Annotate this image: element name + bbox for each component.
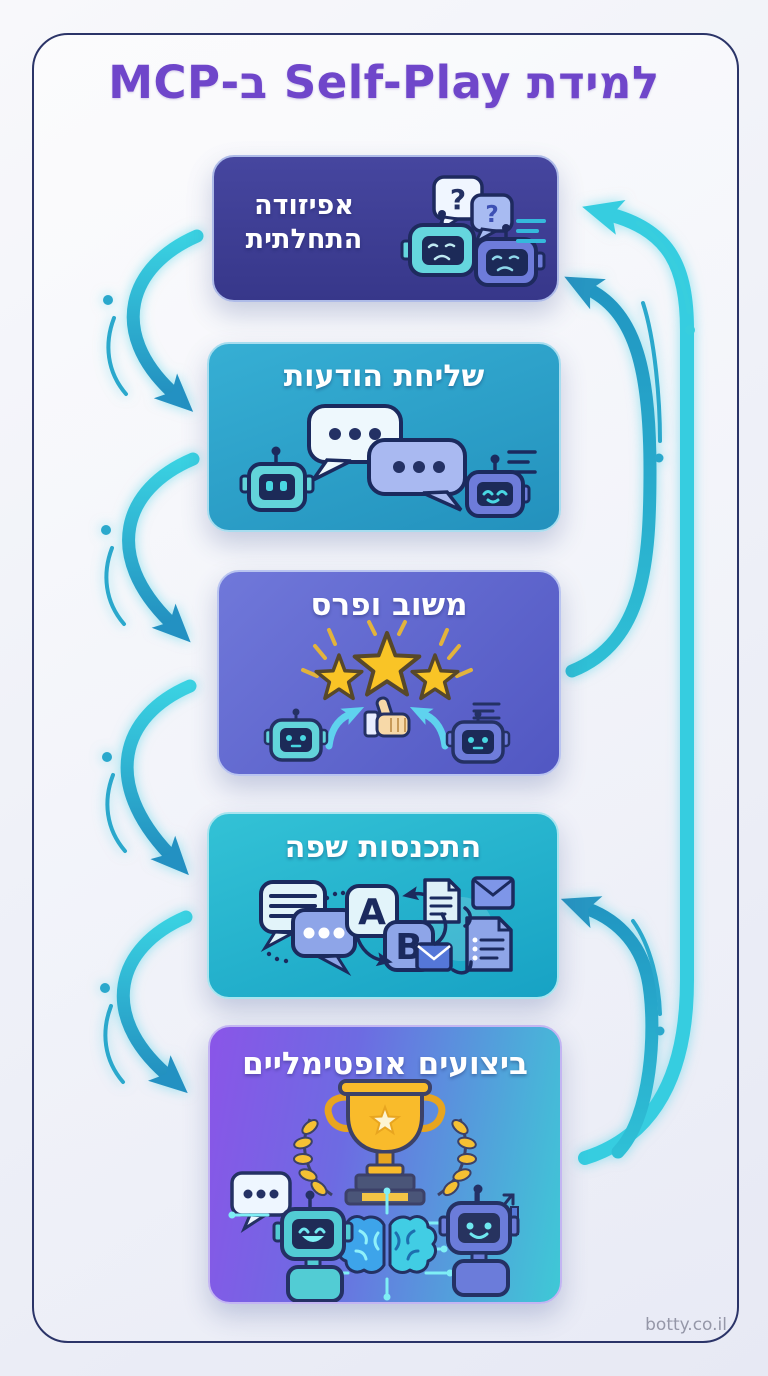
arrow-step2-to-step3 — [122, 452, 200, 643]
stars-thumbsup-illustration — [263, 620, 511, 764]
star-icon — [410, 653, 460, 701]
arrow-step4-to-step5 — [116, 910, 193, 1094]
watermark: botty.co.il — [645, 1315, 727, 1335]
robot-icon — [239, 446, 315, 512]
robot-icon — [263, 708, 329, 762]
thumbs-up-icon — [363, 696, 411, 738]
step-box-send-messages: שליחת הודעות — [207, 342, 561, 532]
svg-text:A: A — [358, 892, 386, 933]
step-box-feedback-reward: משוב ופרס — [217, 570, 561, 776]
up-arrow-icon — [409, 706, 449, 750]
svg-text:?: ? — [450, 183, 466, 216]
arrow-step5-to-step4-loop — [560, 896, 659, 1159]
laurel-icon — [437, 1118, 477, 1197]
up-arrow-icon — [325, 706, 365, 750]
confused-robots-illustration: ? ? — [400, 175, 546, 287]
star-icon — [352, 631, 422, 697]
laurel-icon — [293, 1118, 333, 1197]
trophy-robots-illustration — [228, 1079, 520, 1302]
chat-bubble-icon — [367, 438, 467, 512]
chatter-lines-icon — [507, 450, 537, 474]
swap-arrow-icon — [355, 934, 393, 967]
document-icon — [465, 916, 513, 972]
robots-chat-illustration — [239, 404, 537, 518]
arrow-step3-to-step4 — [120, 679, 197, 876]
envelope-icon — [471, 876, 515, 910]
arrow-step3-to-step1-loop — [564, 276, 657, 678]
step-box-language-convergence: התכנסות שפה A B — [207, 812, 559, 999]
arrow-step1-to-step2 — [126, 229, 204, 412]
envelope-icon — [415, 942, 453, 972]
step-box-optimal-performance: ביצועים אופטימליים — [208, 1025, 562, 1304]
svg-text:?: ? — [485, 202, 498, 228]
star-icon — [314, 653, 364, 701]
step-box-initial-episode: אפיזודה התחלתית ? ? — [212, 155, 559, 302]
page-title: למידת Self-Play ב-MCP — [108, 56, 660, 109]
translation-flow-illustration: A B — [259, 876, 515, 976]
trophy-icon — [324, 1079, 446, 1206]
